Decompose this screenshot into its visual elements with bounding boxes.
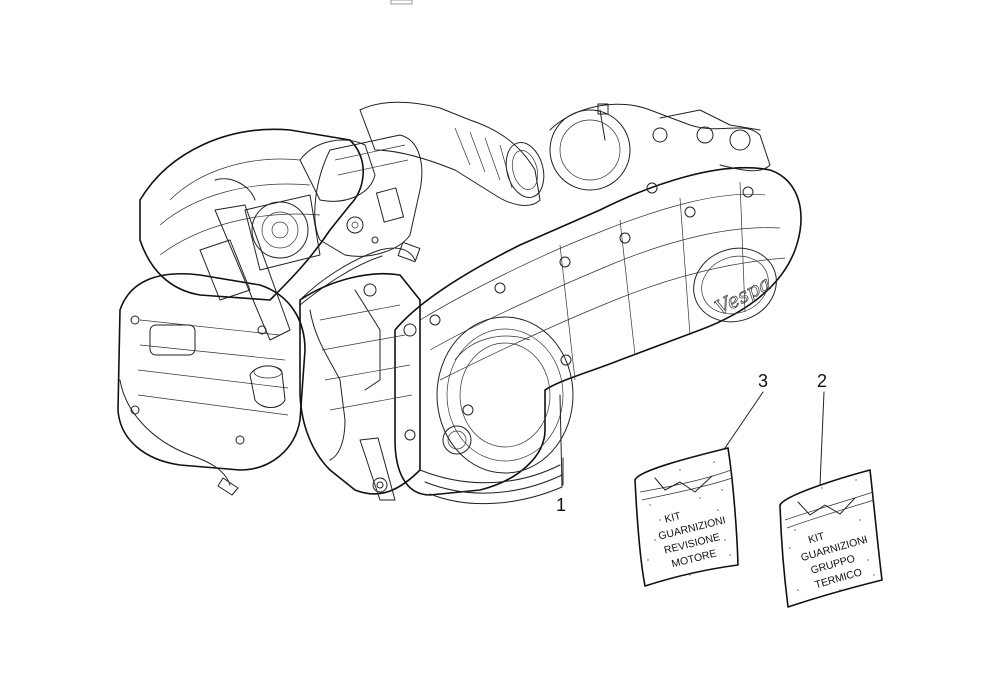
cylinder-shroud <box>139 128 364 341</box>
callout-number-2: 2 <box>817 371 827 391</box>
kit2-label-line-1: KIT <box>807 530 827 546</box>
wiring-harness <box>299 241 421 461</box>
cylinder-head <box>117 272 306 496</box>
mounting-bracket <box>199 178 256 301</box>
cylinder-gasket-kit: 2 KIT GUARNIZIONI GRUPPO TERMICO <box>779 371 883 608</box>
callout-number-1: 1 <box>556 495 566 515</box>
crankcase <box>299 272 421 501</box>
transmission-cover: Vespa <box>394 166 802 496</box>
throttle-body <box>244 139 376 271</box>
ecu-module <box>314 134 423 257</box>
callout-1: 1 <box>556 457 566 515</box>
top-tab-marker <box>390 0 413 5</box>
air-intake-duct <box>359 101 545 206</box>
crankcase-bottom <box>419 394 563 505</box>
callout-number-3: 3 <box>758 371 768 391</box>
vespa-logo-script: Vespa <box>711 271 775 320</box>
kit3-label-line-1: KIT <box>663 510 682 526</box>
engine-gasket-kit: 3 KIT GUARNIZIONI REVISIONE MOTORE <box>634 371 768 587</box>
engine-assembly: Vespa <box>117 101 802 505</box>
rear-hub-components <box>549 103 771 191</box>
